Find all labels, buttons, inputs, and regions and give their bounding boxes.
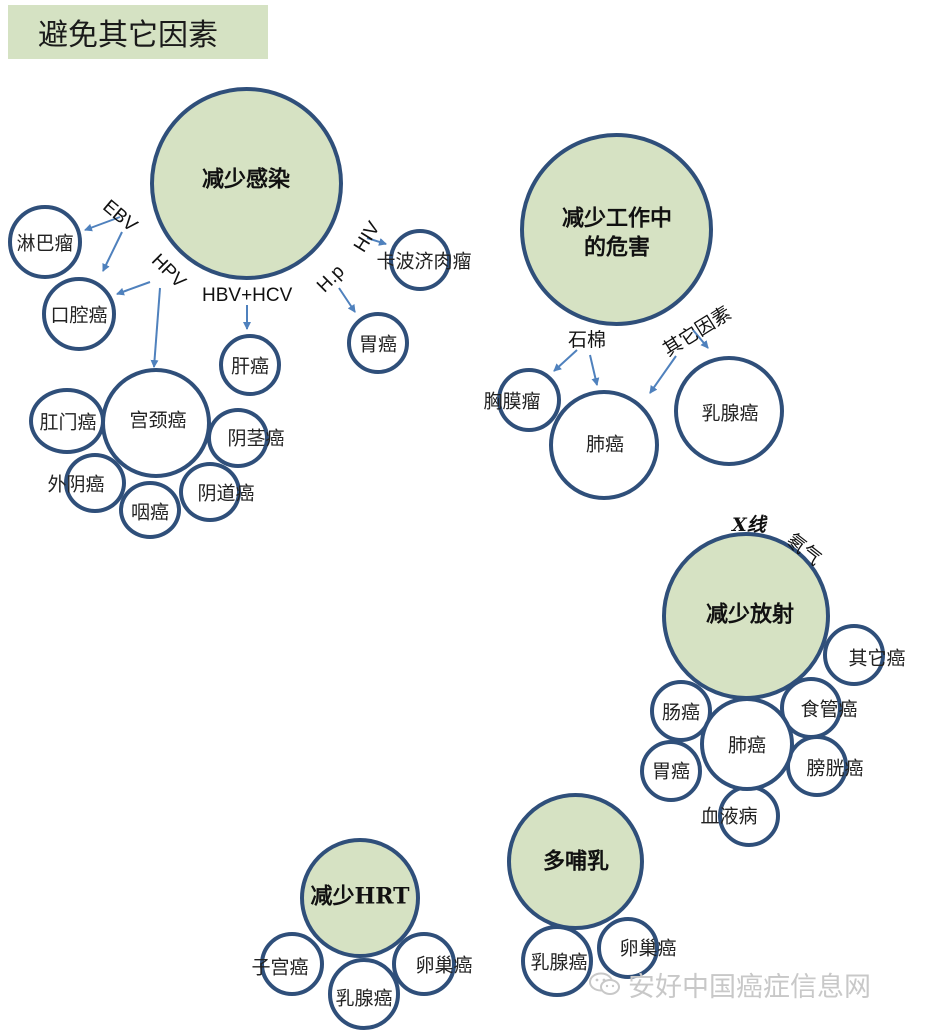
kaposi-label: 卡波济肉瘤 — [376, 250, 472, 273]
vulvar-cancer-circle — [64, 453, 126, 513]
infection-center-circle — [150, 87, 343, 280]
bladder-cancer-circle — [786, 735, 848, 797]
cervical-cancer-circle — [101, 368, 211, 478]
other-cancer-label: 其它癌 — [848, 647, 906, 670]
liver-cancer-circle — [219, 334, 281, 396]
lung-cancer-label-2: 肺癌 — [727, 734, 767, 757]
pleural-circle — [497, 368, 561, 432]
lung-cancer-circle-1 — [549, 390, 659, 500]
ovarian-cancer-label-2: 卵巢癌 — [415, 954, 473, 977]
infection-center-label: 减少感染 — [201, 166, 291, 193]
throat-cancer-label: 咽癌 — [130, 501, 170, 524]
lung-cancer-circle-2 — [700, 697, 794, 791]
radiation-center-circle — [662, 532, 830, 700]
page-title: 避免其它因素 — [38, 18, 218, 53]
arrow-ebv-oral — [102, 231, 123, 272]
work-center-label-line2: 的危害 — [583, 234, 651, 261]
stomach-cancer-label-2: 胃癌 — [651, 760, 691, 783]
breastfeeding-center-label: 多哺乳 — [542, 848, 610, 875]
kaposi-circle — [389, 229, 451, 291]
arrow-hiv-kaposi — [366, 237, 387, 246]
arrow-ebv-lymphoma — [84, 216, 121, 232]
arrow-hpv-oral — [116, 281, 151, 296]
arrow-asbestos-pleural — [553, 349, 578, 372]
hbv-hcv-label: HBV+HCV — [202, 285, 293, 306]
arrow-other-lung — [649, 355, 677, 394]
watermark-text: 安好中国癌症信息网 — [628, 972, 871, 1003]
intestine-cancer-label: 肠癌 — [661, 701, 701, 724]
work-center-label-line1: 减少工作中 — [561, 205, 673, 232]
stomach-cancer-label-1: 胃癌 — [358, 333, 398, 356]
breast-cancer-label-1: 乳腺癌 — [701, 402, 759, 425]
ovarian-cancer-circle-1 — [597, 917, 659, 979]
oral-cancer-circle — [42, 277, 116, 351]
vaginal-cancer-circle — [179, 462, 241, 522]
blood-disease-label: 血液病 — [700, 805, 758, 828]
arrow-asbestos-lung — [589, 354, 600, 386]
anal-cancer-label: 肛门癌 — [39, 411, 97, 434]
radiation-center-label: 减少放射 — [705, 601, 795, 628]
vaginal-cancer-label: 阴道癌 — [197, 482, 255, 505]
work-center-circle — [520, 133, 713, 326]
breast-cancer-circle-2 — [521, 925, 593, 997]
ovarian-cancer-circle-2 — [392, 932, 456, 996]
arrow-hpv-cervical — [150, 287, 161, 368]
blood-disease-circle — [718, 785, 780, 847]
cervical-cancer-label: 宫颈癌 — [129, 409, 187, 432]
lung-cancer-label-1: 肺癌 — [585, 433, 625, 456]
vulvar-cancer-label: 外阴癌 — [47, 473, 105, 496]
penile-cancer-label: 阴茎癌 — [227, 427, 285, 450]
asbestos-label: 石棉 — [568, 329, 607, 351]
esophagus-cancer-label: 食管癌 — [800, 698, 858, 721]
pleural-label: 胸膜瘤 — [483, 390, 541, 413]
stomach-cancer-circle-1 — [347, 312, 409, 374]
lymphoma-label: 淋巴瘤 — [16, 232, 74, 255]
uterine-cancer-circle — [260, 932, 324, 996]
breast-cancer-label-2: 乳腺癌 — [530, 951, 588, 974]
throat-cancer-circle — [119, 481, 181, 539]
uterine-cancer-label: 子宫癌 — [251, 956, 309, 979]
arrow-hp-stomach — [338, 287, 356, 313]
breast-cancer-label-3: 乳腺癌 — [335, 987, 393, 1010]
arrow-other-breast — [692, 329, 709, 349]
penile-cancer-circle — [207, 408, 269, 468]
ovarian-cancer-label-1: 卵巢癌 — [619, 937, 677, 960]
oral-cancer-label: 口腔癌 — [50, 304, 108, 327]
title-box: 避免其它因素 — [8, 5, 268, 59]
hrt-center-circle — [300, 838, 420, 958]
wechat-icon — [589, 972, 620, 995]
breastfeeding-center-circle — [507, 793, 644, 930]
breast-cancer-circle-3 — [328, 958, 400, 1030]
lymphoma-circle — [8, 205, 82, 279]
other-cancer-circle — [823, 624, 885, 686]
anal-cancer-circle — [29, 388, 105, 454]
xray-label: X线 — [732, 514, 766, 536]
hrt-center-label: 减少HRT — [310, 883, 410, 910]
bladder-cancer-label: 膀胱癌 — [806, 757, 864, 780]
stomach-cancer-circle-2 — [640, 740, 702, 802]
breast-cancer-circle-1 — [674, 356, 784, 466]
liver-cancer-label: 肝癌 — [230, 355, 270, 378]
